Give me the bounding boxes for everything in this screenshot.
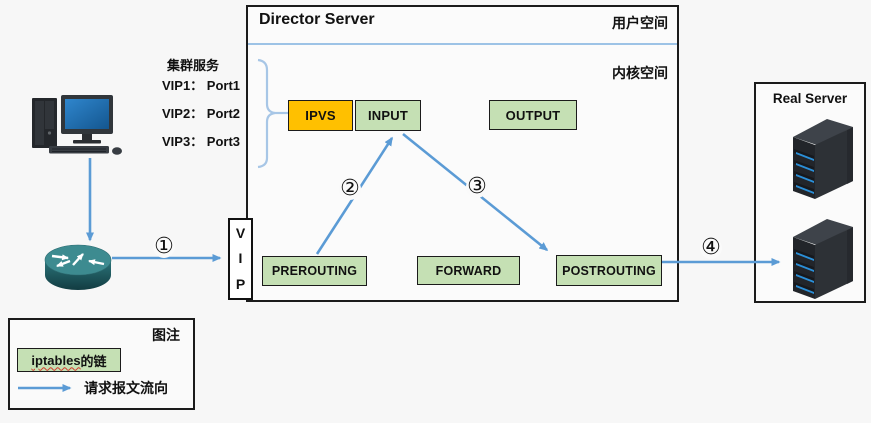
flow-step-2-badge: ② bbox=[339, 176, 361, 201]
router-icon bbox=[44, 244, 112, 290]
forward-chain-node: FORWARD bbox=[417, 256, 520, 285]
desktop-computer-icon bbox=[32, 95, 122, 155]
vip2-port2-label: VIP2： Port2 bbox=[162, 106, 241, 121]
legend-chain-suffix: 的链 bbox=[80, 353, 107, 369]
director-server-title: Director Server bbox=[259, 11, 375, 28]
input-chain-node: INPUT bbox=[355, 100, 421, 131]
space-separator-line bbox=[248, 43, 677, 45]
prerouting-chain-node: PREROUTING bbox=[262, 256, 367, 286]
flow-step-4-badge: ④ bbox=[700, 235, 722, 260]
flow-step-1-badge: ① bbox=[153, 234, 175, 259]
vip3-port3-label: VIP3： Port3 bbox=[162, 134, 241, 149]
real-server-title: Real Server bbox=[772, 91, 848, 106]
server-tower-icon bbox=[787, 211, 859, 303]
postrouting-chain-node: POSTROUTING bbox=[556, 255, 662, 286]
server-tower-icon bbox=[787, 111, 859, 203]
legend-flow-label: 请求报文流向 bbox=[84, 380, 168, 396]
real-server-box: Real Server bbox=[754, 82, 866, 303]
vip-letter: P bbox=[235, 275, 246, 292]
vip-letter: I bbox=[238, 250, 243, 267]
legend-title: 图注 bbox=[152, 327, 180, 343]
vip1-port1-label: VIP1： Port1 bbox=[162, 78, 241, 93]
vip-letter: V bbox=[235, 225, 246, 242]
kernel-space-label: 内核空间 bbox=[612, 65, 668, 81]
cluster-service-title: 集群服务 bbox=[167, 58, 220, 73]
output-chain-node: OUTPUT bbox=[489, 100, 577, 130]
ipvs-node: IPVS bbox=[288, 100, 353, 131]
legend-iptables-word: iptables bbox=[31, 352, 81, 368]
flow-step-3-badge: ③ bbox=[466, 174, 488, 199]
vip-interface-box: V I P bbox=[228, 218, 253, 300]
user-space-label: 用户空间 bbox=[612, 15, 668, 31]
